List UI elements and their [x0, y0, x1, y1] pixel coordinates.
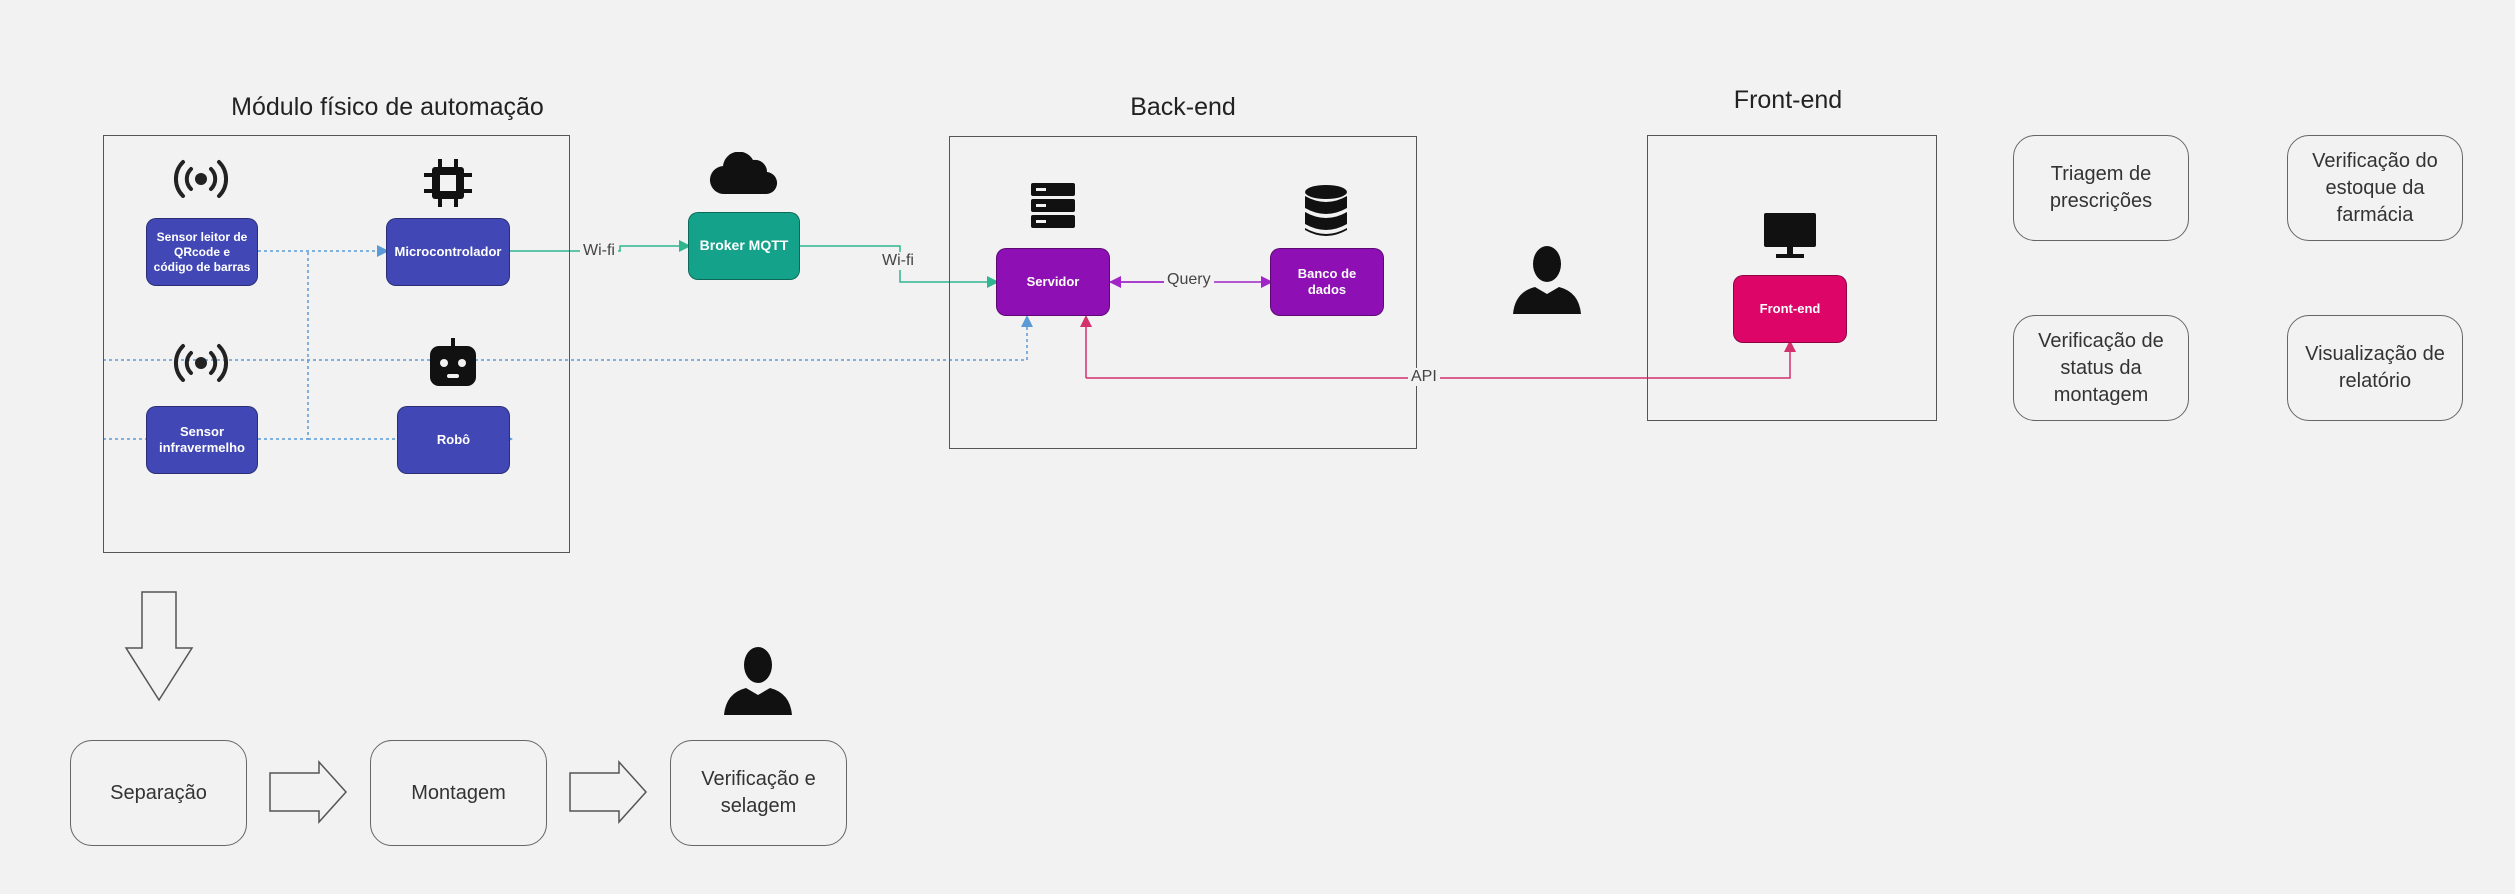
node-broker-mqtt[interactable]: Broker MQTT — [688, 212, 800, 280]
wireless-signal-icon — [173, 158, 229, 200]
feature-card-estoque[interactable]: Verificação do estoque da farmácia — [2287, 135, 2463, 241]
section-title-modulo: Módulo físico de automação — [231, 93, 544, 121]
node-sensor-qr[interactable]: Sensor leitor de QRcode e código de barr… — [146, 218, 258, 286]
feature-card-relatorio[interactable]: Visualização de relatório — [2287, 315, 2463, 421]
section-title-frontend: Front-end — [1733, 86, 1843, 114]
node-banco-de-dados[interactable]: Banco de dados — [1270, 248, 1384, 316]
user-icon — [1511, 242, 1583, 314]
edge-label-wifi: Wi-fi — [879, 252, 917, 270]
backend-frame — [949, 136, 1417, 449]
edge-label-query: Query — [1164, 271, 1214, 289]
wireless-signal-icon — [173, 342, 229, 384]
frontend-frame — [1647, 135, 1937, 421]
server-icon — [1029, 181, 1077, 231]
robot-icon — [427, 336, 479, 388]
process-step-montagem[interactable]: Montagem — [370, 740, 547, 846]
cloud-icon — [709, 152, 779, 196]
edge-label-wifi: Wi-fi — [580, 242, 618, 260]
process-arrows — [124, 591, 648, 824]
api-wiring — [1080, 315, 1796, 379]
modulo-fisico-frame — [103, 135, 570, 553]
feature-card-status-montagem[interactable]: Verificação de status da montagem — [2013, 315, 2189, 421]
user-icon — [722, 643, 794, 715]
process-step-verificacao-selagem[interactable]: Verificação e selagem — [670, 740, 847, 846]
monitor-icon — [1764, 213, 1816, 259]
node-sensor-infravermelho[interactable]: Sensor infravermelho — [146, 406, 258, 474]
node-robo[interactable]: Robô — [397, 406, 510, 474]
node-front-end[interactable]: Front-end — [1733, 275, 1847, 343]
chip-icon — [422, 157, 474, 209]
database-icon — [1303, 184, 1349, 238]
process-step-separacao[interactable]: Separação — [70, 740, 247, 846]
feature-card-triagem[interactable]: Triagem de prescrições — [2013, 135, 2189, 241]
section-title-backend: Back-end — [1130, 93, 1236, 121]
edge-label-api: API — [1408, 368, 1440, 386]
node-microcontrolador[interactable]: Microcontrolador — [386, 218, 510, 286]
node-servidor[interactable]: Servidor — [996, 248, 1110, 316]
